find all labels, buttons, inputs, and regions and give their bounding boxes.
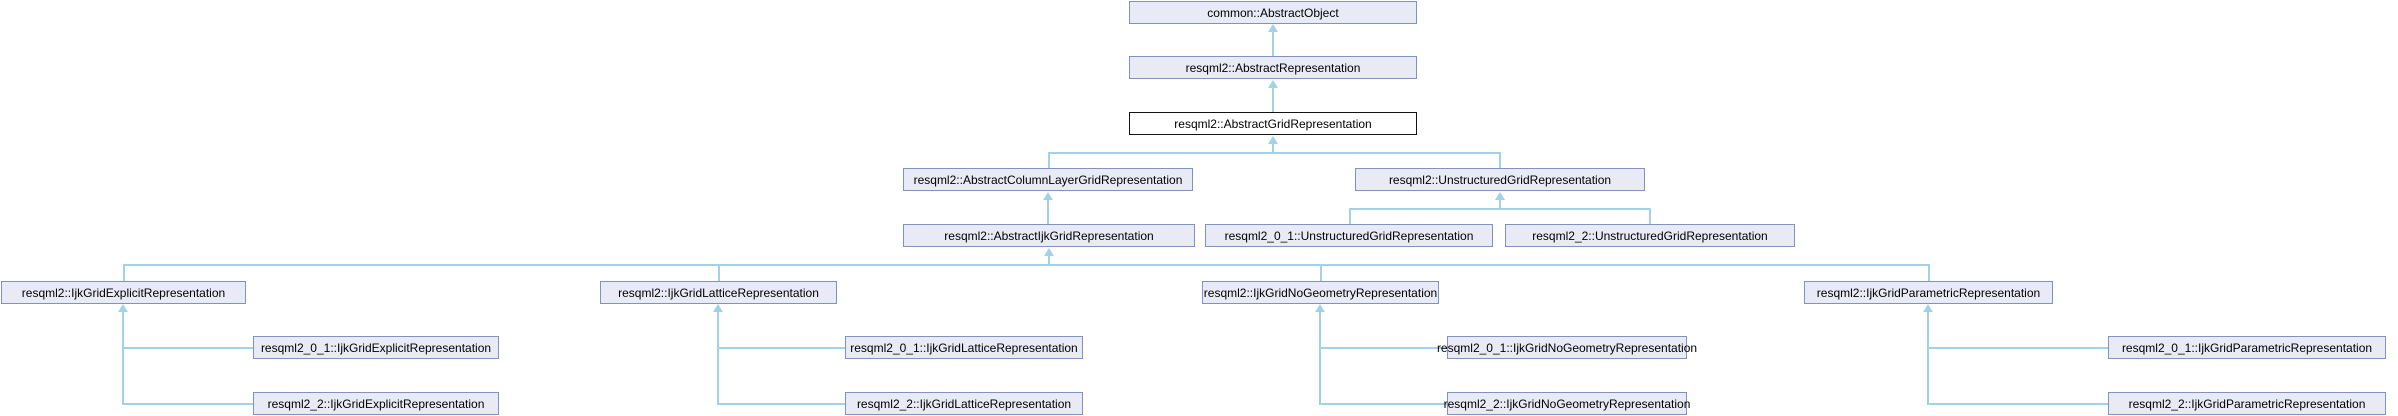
class-node-ijk-lattice-2-2[interactable]: resqml2_2::IjkGridLatticeRepresentation (845, 392, 1083, 415)
edge-line (1349, 208, 1351, 224)
edge-line (1047, 199, 1049, 224)
edge-line (1319, 347, 1447, 349)
class-node-ijk-parametric-2-0-1[interactable]: resqml2_0_1::IjkGridParametricRepresenta… (2108, 336, 2386, 359)
class-node-unstructured-grid-2-2[interactable]: resqml2_2::UnstructuredGridRepresentatio… (1505, 224, 1795, 247)
class-node-abstract-ijk-grid[interactable]: resqml2::AbstractIjkGridRepresentation (903, 224, 1195, 247)
edge-line (123, 264, 125, 281)
class-node-ijk-no-geometry-2-2[interactable]: resqml2_2::IjkGridNoGeometryRepresentati… (1444, 392, 1690, 415)
edge-line (1272, 31, 1274, 56)
edge-arrowhead (1495, 192, 1505, 200)
edge-line (1927, 403, 2108, 405)
class-node-unstructured-grid[interactable]: resqml2::UnstructuredGridRepresentation (1355, 168, 1645, 191)
edge-line (1649, 208, 1651, 224)
class-node-unstructured-grid-2-0-1[interactable]: resqml2_0_1::UnstructuredGridRepresentat… (1205, 224, 1493, 247)
edge-line (122, 311, 124, 404)
edge-line (1272, 87, 1274, 112)
edge-line (1927, 311, 1929, 404)
edge-arrowhead (1268, 136, 1278, 144)
class-node-common-abstract-object[interactable]: common::AbstractObject (1129, 1, 1417, 24)
edge-line (1048, 255, 1050, 264)
edge-line (1499, 152, 1501, 168)
edge-line (123, 264, 1929, 266)
class-node-ijk-lattice[interactable]: resqml2::IjkGridLatticeRepresentation (600, 281, 837, 304)
edge-line (1319, 403, 1447, 405)
edge-line (1349, 208, 1651, 210)
class-node-ijk-no-geometry[interactable]: resqml2::IjkGridNoGeometryRepresentation (1202, 281, 1439, 304)
edge-line (122, 347, 253, 349)
class-node-ijk-no-geometry-2-0-1[interactable]: resqml2_0_1::IjkGridNoGeometryRepresenta… (1437, 336, 1697, 359)
edge-line (1272, 143, 1274, 152)
edge-line (1499, 199, 1501, 208)
edge-arrowhead (1923, 304, 1933, 312)
class-node-abstract-grid-representation[interactable]: resqml2::AbstractGridRepresentation (1129, 112, 1417, 135)
class-node-ijk-parametric[interactable]: resqml2::IjkGridParametricRepresentation (1804, 281, 2053, 304)
edge-line (717, 311, 719, 404)
edge-arrowhead (1043, 192, 1053, 200)
class-node-ijk-explicit-2-2[interactable]: resqml2_2::IjkGridExplicitRepresentation (253, 392, 499, 415)
edge-line (1320, 264, 1322, 281)
edge-arrowhead (713, 304, 723, 312)
edge-line (1048, 152, 1050, 168)
class-node-ijk-explicit-2-0-1[interactable]: resqml2_0_1::IjkGridExplicitRepresentati… (253, 336, 499, 359)
edge-line (1048, 152, 1500, 154)
edge-line (718, 264, 720, 281)
class-node-abstract-representation[interactable]: resqml2::AbstractRepresentation (1129, 56, 1417, 79)
edge-arrowhead (1315, 304, 1325, 312)
class-node-ijk-lattice-2-0-1[interactable]: resqml2_0_1::IjkGridLatticeRepresentatio… (845, 336, 1083, 359)
edge-line (1319, 311, 1321, 404)
class-node-ijk-explicit[interactable]: resqml2::IjkGridExplicitRepresentation (1, 281, 246, 304)
class-node-ijk-parametric-2-2[interactable]: resqml2_2::IjkGridParametricRepresentati… (2108, 392, 2386, 415)
edge-arrowhead (1268, 80, 1278, 88)
edge-line (1928, 264, 1930, 281)
edge-arrowhead (118, 304, 128, 312)
edge-line (717, 403, 845, 405)
edge-line (717, 347, 845, 349)
edge-arrowhead (1044, 248, 1054, 256)
edge-line (1927, 347, 2108, 349)
edge-arrowhead (1268, 24, 1278, 32)
edge-line (122, 403, 253, 405)
class-node-abstract-column-layer-grid[interactable]: resqml2::AbstractColumnLayerGridRepresen… (903, 168, 1193, 191)
